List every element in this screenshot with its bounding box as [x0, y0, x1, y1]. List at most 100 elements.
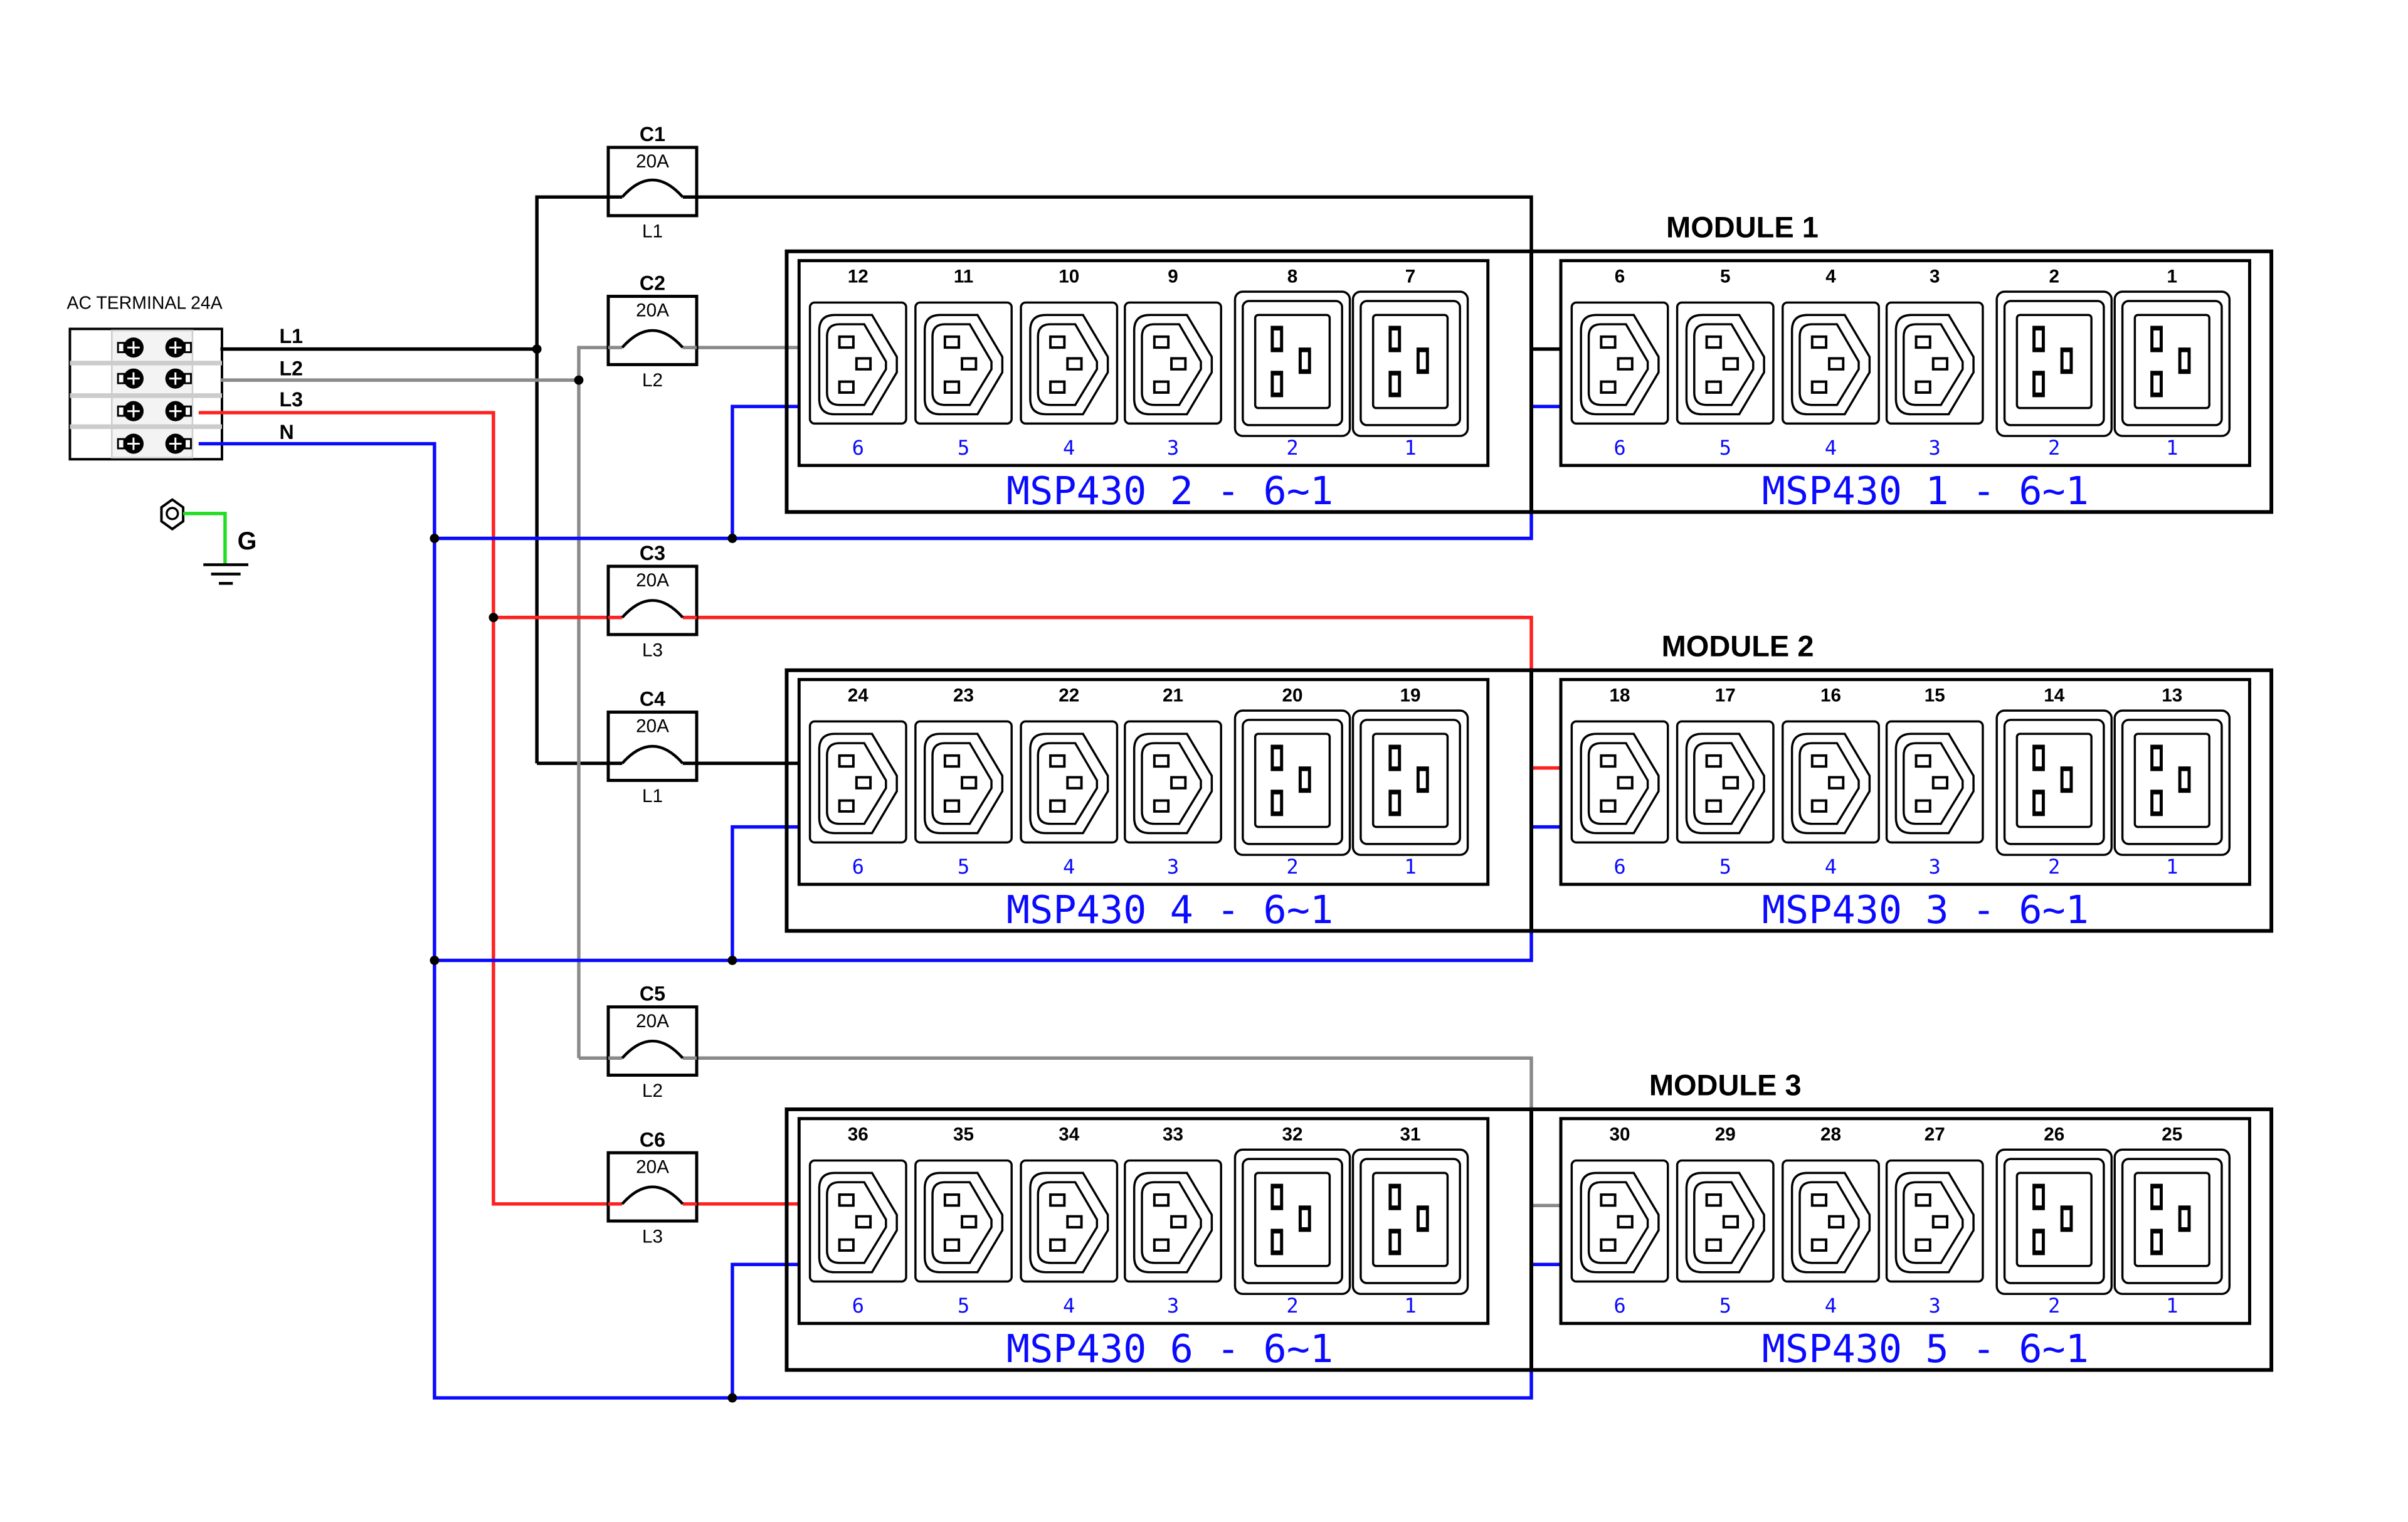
outlet-number: 13 [2162, 685, 2182, 706]
outlet-27-c13: 27 3 [1885, 1124, 1984, 1318]
breaker-arc-icon [621, 329, 684, 349]
outlet-32-c19: 322 [1233, 1124, 1351, 1318]
outlet-30-c13: 30 6 [1570, 1124, 1669, 1318]
outlet-index: 1 [2166, 1294, 2178, 1318]
outlet-index: 2 [2048, 855, 2060, 879]
c13-socket-icon [818, 314, 898, 416]
outlet-number: 31 [1400, 1124, 1421, 1144]
outlet-index: 3 [1929, 855, 1941, 879]
outlet-number: 27 [1925, 1124, 1945, 1144]
pdu-label: MSP430 2 - 6~1 [1006, 468, 1333, 514]
breaker-phase: L1 [642, 221, 663, 242]
outlet-index: 6 [1613, 1294, 1625, 1318]
outlet-14-c19: 14 2 [1995, 685, 2113, 879]
c13-socket-icon [1685, 314, 1765, 416]
outlet-index: 6 [852, 1294, 864, 1318]
outlet-number: 36 [848, 1124, 869, 1144]
outlet-number: 8 [1287, 266, 1298, 287]
outlet-index: 2 [1286, 855, 1298, 879]
breaker-id: C2 [640, 272, 665, 295]
outlet-index: 4 [1063, 1294, 1075, 1318]
c19-socket-icon [2003, 300, 2105, 426]
outlet-2-c19: 22 [1995, 266, 2113, 460]
outlet-36-c13: 36 6 [808, 1124, 907, 1318]
c19-socket-icon [2121, 719, 2223, 845]
outlet-index: 3 [1929, 1294, 1941, 1318]
c13-socket-icon [923, 1171, 1004, 1274]
breaker-id: C1 [640, 123, 665, 145]
c13-socket-icon [1894, 314, 1975, 416]
ground-label: G [238, 527, 257, 555]
pdu-frame [1529, 249, 2274, 514]
outlet-29-c13: 295 [1676, 1124, 1775, 1318]
breaker-rating: 20A [636, 1011, 669, 1032]
outlet-number: 22 [1059, 685, 1079, 706]
c13-socket-icon [1685, 1171, 1765, 1274]
outlet-34-c13: 344 [1020, 1124, 1119, 1318]
terminal-screw-icon [165, 337, 192, 358]
outlet-number: 26 [2044, 1124, 2064, 1144]
outlet-index: 3 [1167, 855, 1179, 879]
outlet-number: 4 [1825, 266, 1836, 287]
outlet-number: 14 [2044, 685, 2065, 706]
module-title: MODULE 1 [1666, 211, 1819, 244]
outlet-33-c13: 333 [1124, 1124, 1222, 1318]
outlet-7-c19: 71 [1351, 266, 1469, 460]
outlet-number: 30 [1610, 1124, 1630, 1144]
outlet-4-c13: 44 [1782, 266, 1880, 460]
outlet-index: 5 [958, 1294, 969, 1318]
c13-socket-icon [1894, 1171, 1975, 1274]
pdu-frame [1529, 668, 2274, 933]
outlet-23-c13: 235 [914, 685, 1013, 879]
terminal-screw-icon [165, 433, 192, 454]
outlet-13-c19: 131 [2113, 685, 2231, 879]
pdu-label: MSP430 3 - 6~1 [1762, 887, 2089, 933]
outlet-index: 1 [2166, 436, 2178, 460]
outlet-number: 17 [1715, 685, 1736, 706]
breaker-rating: 20A [636, 300, 669, 321]
outlet-number: 35 [953, 1124, 974, 1144]
outlet-12-c13: 126 [808, 266, 907, 460]
c19-socket-icon [1242, 719, 1343, 845]
c13-socket-icon [818, 732, 898, 835]
c19-socket-icon [1360, 719, 1461, 845]
outlet-number: 6 [1615, 266, 1625, 287]
outlet-index: 1 [1404, 436, 1416, 460]
breaker-rating: 20A [636, 570, 669, 591]
terminal-screw-icon [165, 401, 192, 421]
outlet-number: 32 [1282, 1124, 1303, 1144]
breaker-rating: 20A [636, 1156, 669, 1177]
c13-socket-icon [1133, 732, 1213, 835]
breaker-id: C4 [640, 688, 665, 711]
c19-socket-icon [1242, 300, 1343, 426]
outlet-21-c13: 213 [1124, 685, 1222, 879]
outlet-1-c19: 11 [2113, 266, 2231, 460]
c13-socket-icon [1029, 732, 1109, 835]
terminal-screw-icon [117, 401, 144, 421]
outlet-index: 3 [1167, 436, 1179, 460]
outlet-18-c13: 186 [1570, 685, 1669, 879]
terminal-label-l2: L2 [279, 357, 303, 380]
c13-socket-icon [1133, 314, 1213, 416]
outlet-number: 23 [953, 685, 974, 706]
outlet-number: 5 [1720, 266, 1731, 287]
pdu-label: MSP430 1 - 6~1 [1762, 468, 2089, 514]
breaker-id: C6 [640, 1128, 665, 1151]
outlet-number: 16 [1820, 685, 1841, 706]
outlet-number: 12 [848, 266, 869, 287]
outlet-number: 15 [1925, 685, 1945, 706]
outlet-number: 3 [1930, 266, 1940, 287]
c13-socket-icon [1790, 1171, 1871, 1274]
breaker-arc-icon [621, 744, 684, 764]
c13-socket-icon [923, 732, 1004, 835]
